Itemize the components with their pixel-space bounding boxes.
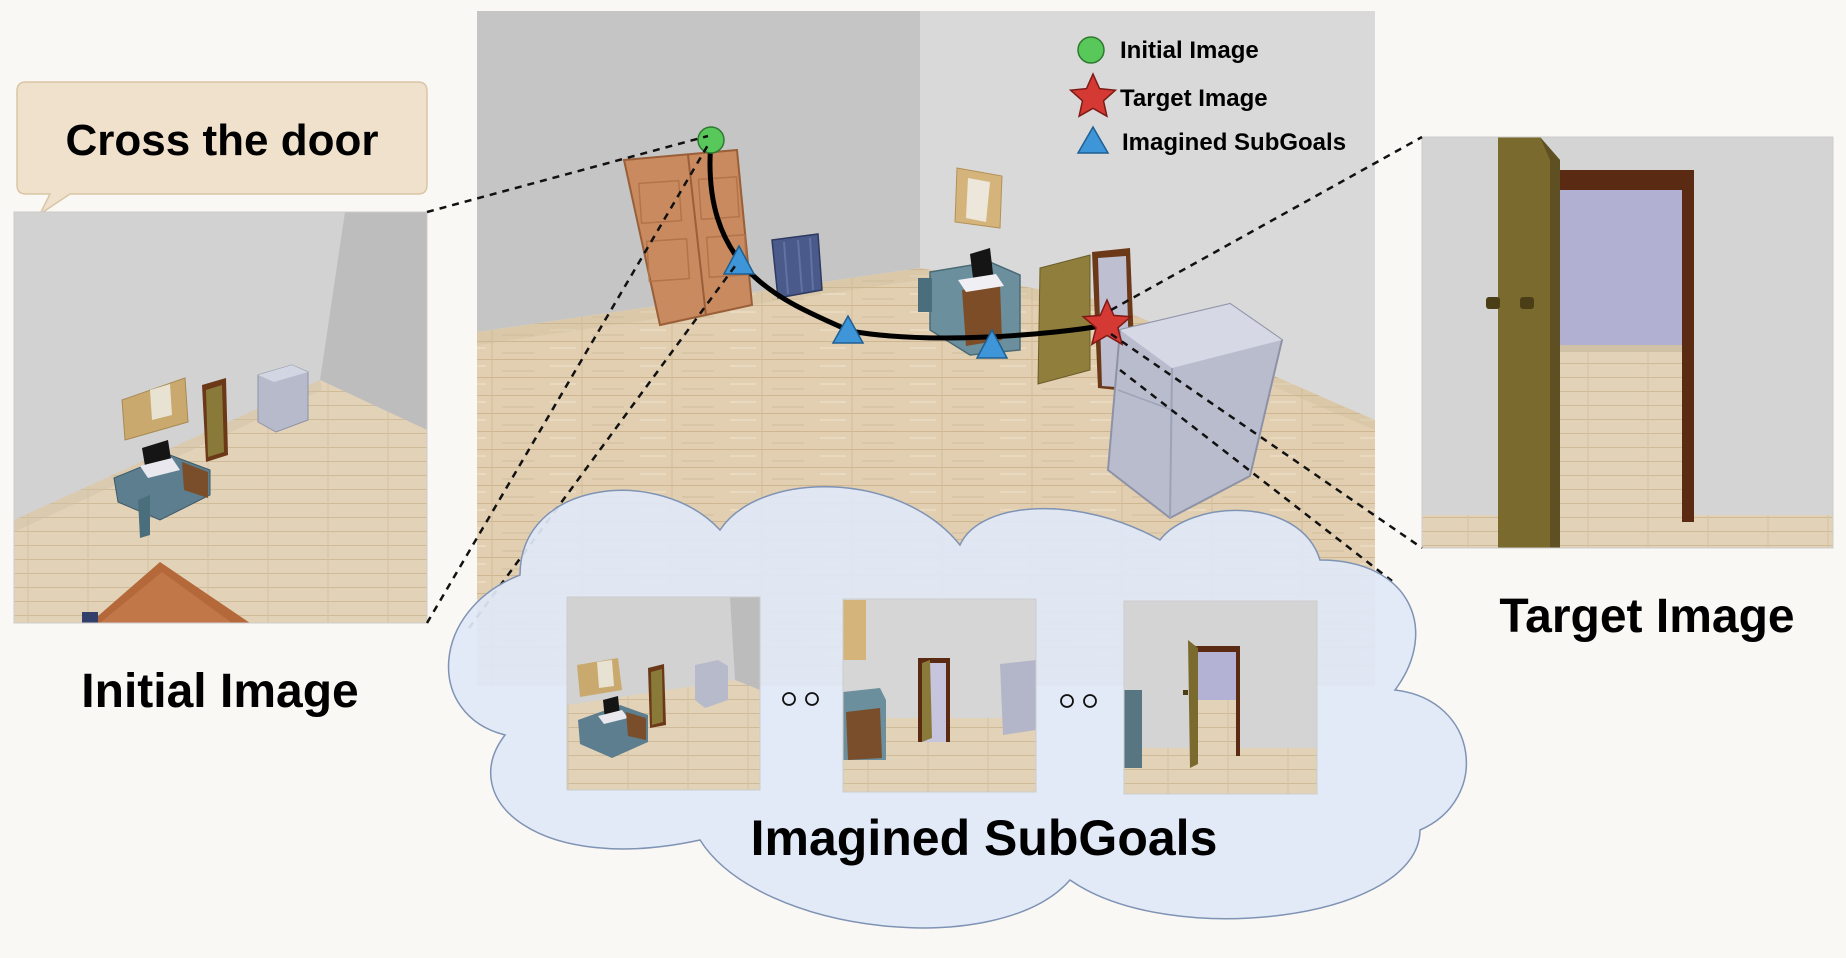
instruction-text: Cross the door [66, 116, 379, 165]
legend-item-initial: Initial Image [1077, 36, 1259, 64]
legend-star-icon [1068, 72, 1118, 118]
fridge [1106, 302, 1284, 520]
initial-image-label: Initial Image [81, 665, 358, 718]
subgoal-marker-2 [831, 314, 865, 344]
subgoals-label: Imagined SubGoals [751, 810, 1218, 866]
legend-label: Target Image [1120, 85, 1268, 112]
subgoal-marker-1 [722, 244, 756, 275]
legend: Initial Image Target Image Imagined SubG… [1068, 36, 1346, 156]
legend-item-subgoals: Imagined SubGoals [1076, 125, 1346, 156]
subgoal-image-2 [843, 599, 1036, 792]
path-markers [697, 126, 1133, 359]
wardrobe [622, 148, 754, 327]
ellipsis-2 [1060, 694, 1097, 708]
legend-triangle-icon [1076, 125, 1110, 154]
legend-item-target: Target Image [1068, 72, 1268, 118]
subgoal-marker-3 [975, 328, 1009, 359]
target-marker [1081, 298, 1133, 346]
instruction-bubble: Cross the door [16, 81, 428, 217]
target-image-label: Target Image [1499, 590, 1794, 643]
start-marker [697, 126, 725, 154]
ellipsis-1 [782, 692, 819, 706]
initial-image [14, 212, 427, 623]
target-image [1422, 137, 1833, 548]
subgoal-image-3 [1124, 601, 1317, 794]
legend-label: Initial Image [1120, 37, 1259, 64]
suitcase [771, 233, 823, 299]
connector-lines [425, 134, 1423, 629]
legend-circle-icon [1077, 36, 1105, 64]
subgoal-image-1 [567, 597, 760, 790]
legend-label: Imagined SubGoals [1122, 129, 1346, 156]
